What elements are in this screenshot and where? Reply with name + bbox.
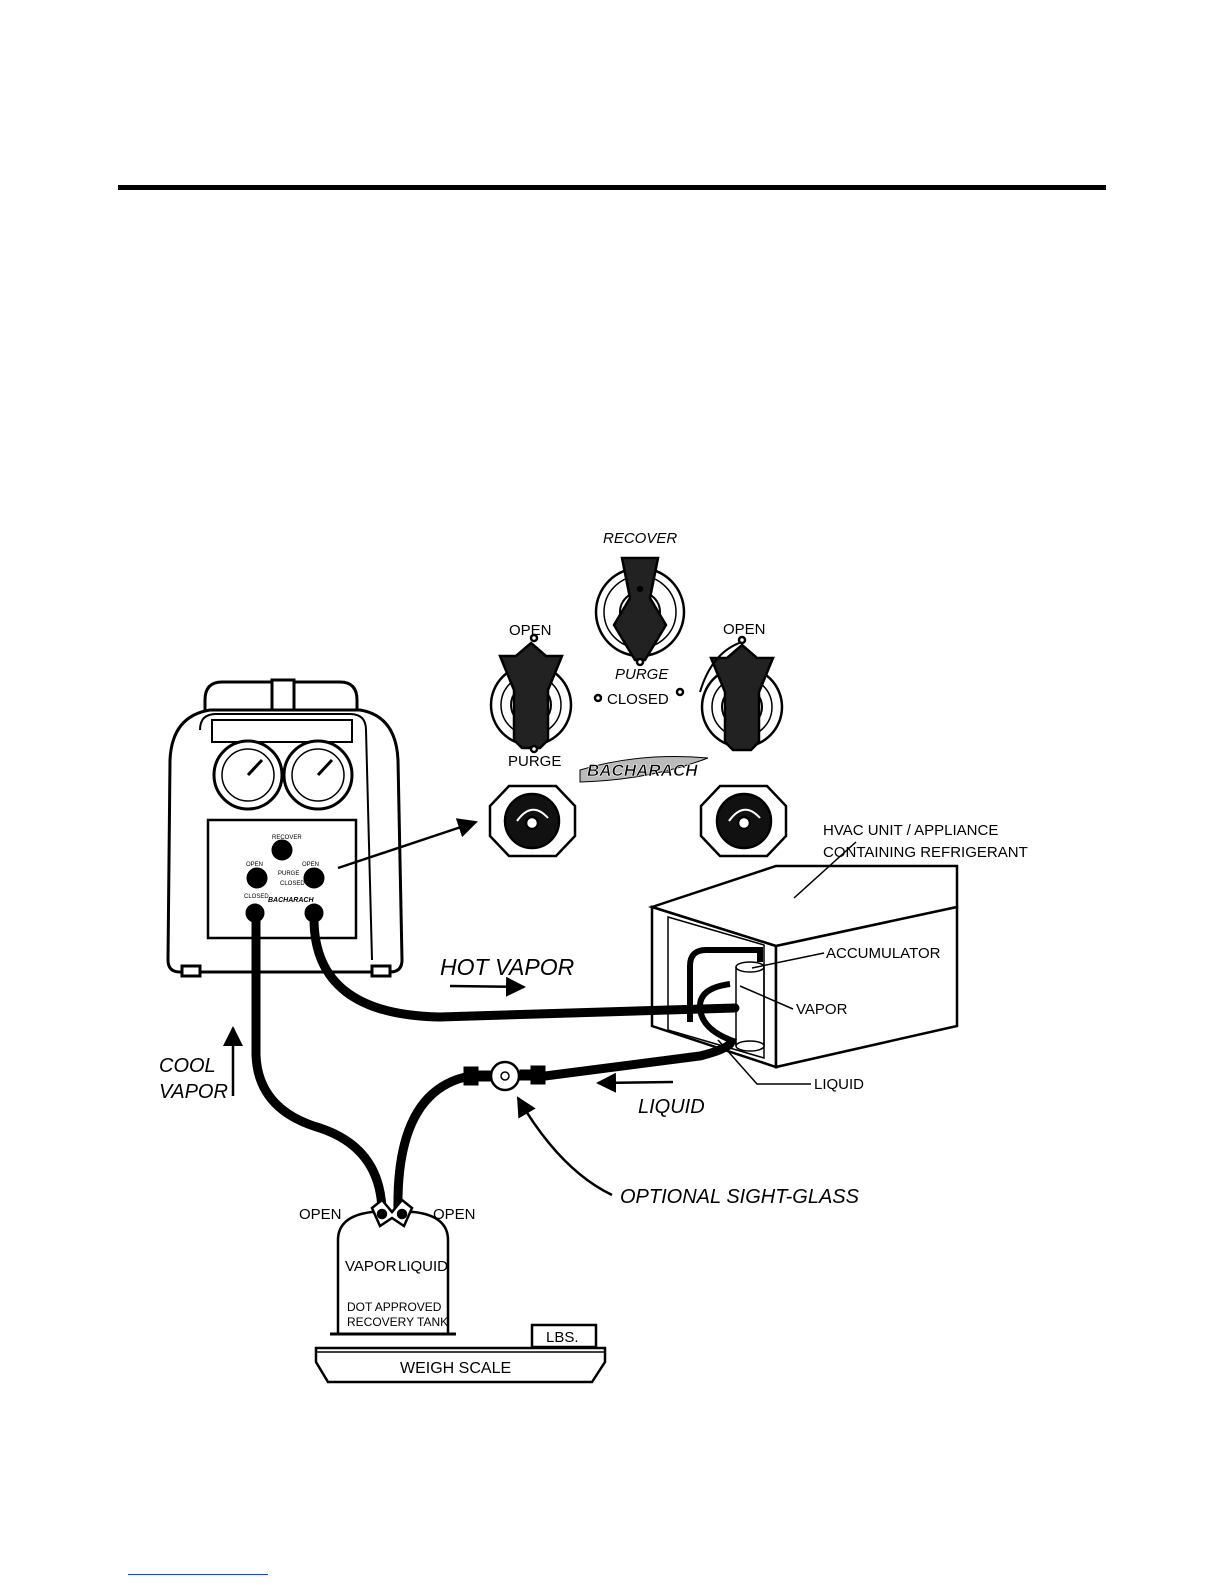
liquid-arrow [598,1082,673,1083]
tank-line1: DOT APPROVED [347,1300,442,1314]
gauge-right [284,741,352,809]
mini-recover-label: RECOVER [272,835,302,841]
sight-glass-arrow [518,1098,612,1195]
open-left-label: OPEN [509,622,552,639]
hvac-title-line1: HVAC UNIT / APPLIANCE [823,822,998,839]
sight-glass [464,1062,545,1090]
mini-brand-logo: BACHARACH [268,897,314,904]
gauge-left [214,741,282,809]
purge-left-label: PURGE [508,753,561,770]
bacharach-logo: BACHARACH [587,761,698,780]
left-valve-knob [491,635,571,752]
recover-purge-knob [596,558,684,665]
hvac-title-line2: CONTAINING REFRIGERANT [823,844,1028,861]
hvac-liquid-label: LIQUID [814,1076,864,1093]
cool-vapor-label-line2: VAPOR [159,1081,228,1103]
liquid-flow-label: LIQUID [638,1096,705,1118]
right-valve-knob [700,637,782,750]
left-port [490,786,575,856]
accumulator-label: ACCUMULATOR [826,945,941,962]
hvac-unit [652,866,957,1067]
tank-vapor-label: VAPOR [345,1258,397,1275]
hot-vapor-arrow [450,986,524,987]
recovery-machine [168,680,402,976]
mini-closed-label: CLOSED [280,881,305,887]
sight-glass-label: OPTIONAL SIGHT-GLASS [620,1186,860,1208]
mini-purge-label: PURGE [278,871,299,877]
hvac-vapor-label: VAPOR [796,1001,848,1018]
tank-open-right-label: OPEN [433,1206,476,1223]
purge-center-label: PURGE [615,666,669,683]
cool-vapor-label-line1: COOL [159,1055,216,1077]
footer-link-underline [128,1574,268,1575]
mini-open-right-label: OPEN [302,862,319,868]
closed-label: CLOSED [607,691,669,708]
right-port [701,786,786,856]
mini-open-left-label: OPEN [246,862,263,868]
open-right-label: OPEN [723,621,766,638]
hot-vapor-label: HOT VAPOR [440,954,574,980]
lbs-label: LBS. [546,1329,579,1346]
recover-label: RECOVER [603,530,677,547]
tank-liquid-label: LIQUID [398,1258,448,1275]
tank-open-left-label: OPEN [299,1206,342,1223]
tank-line2: RECOVERY TANK [347,1315,448,1329]
mini-closed-left-label: CLOSED [244,894,269,900]
weigh-scale-label: WEIGH SCALE [400,1360,511,1377]
